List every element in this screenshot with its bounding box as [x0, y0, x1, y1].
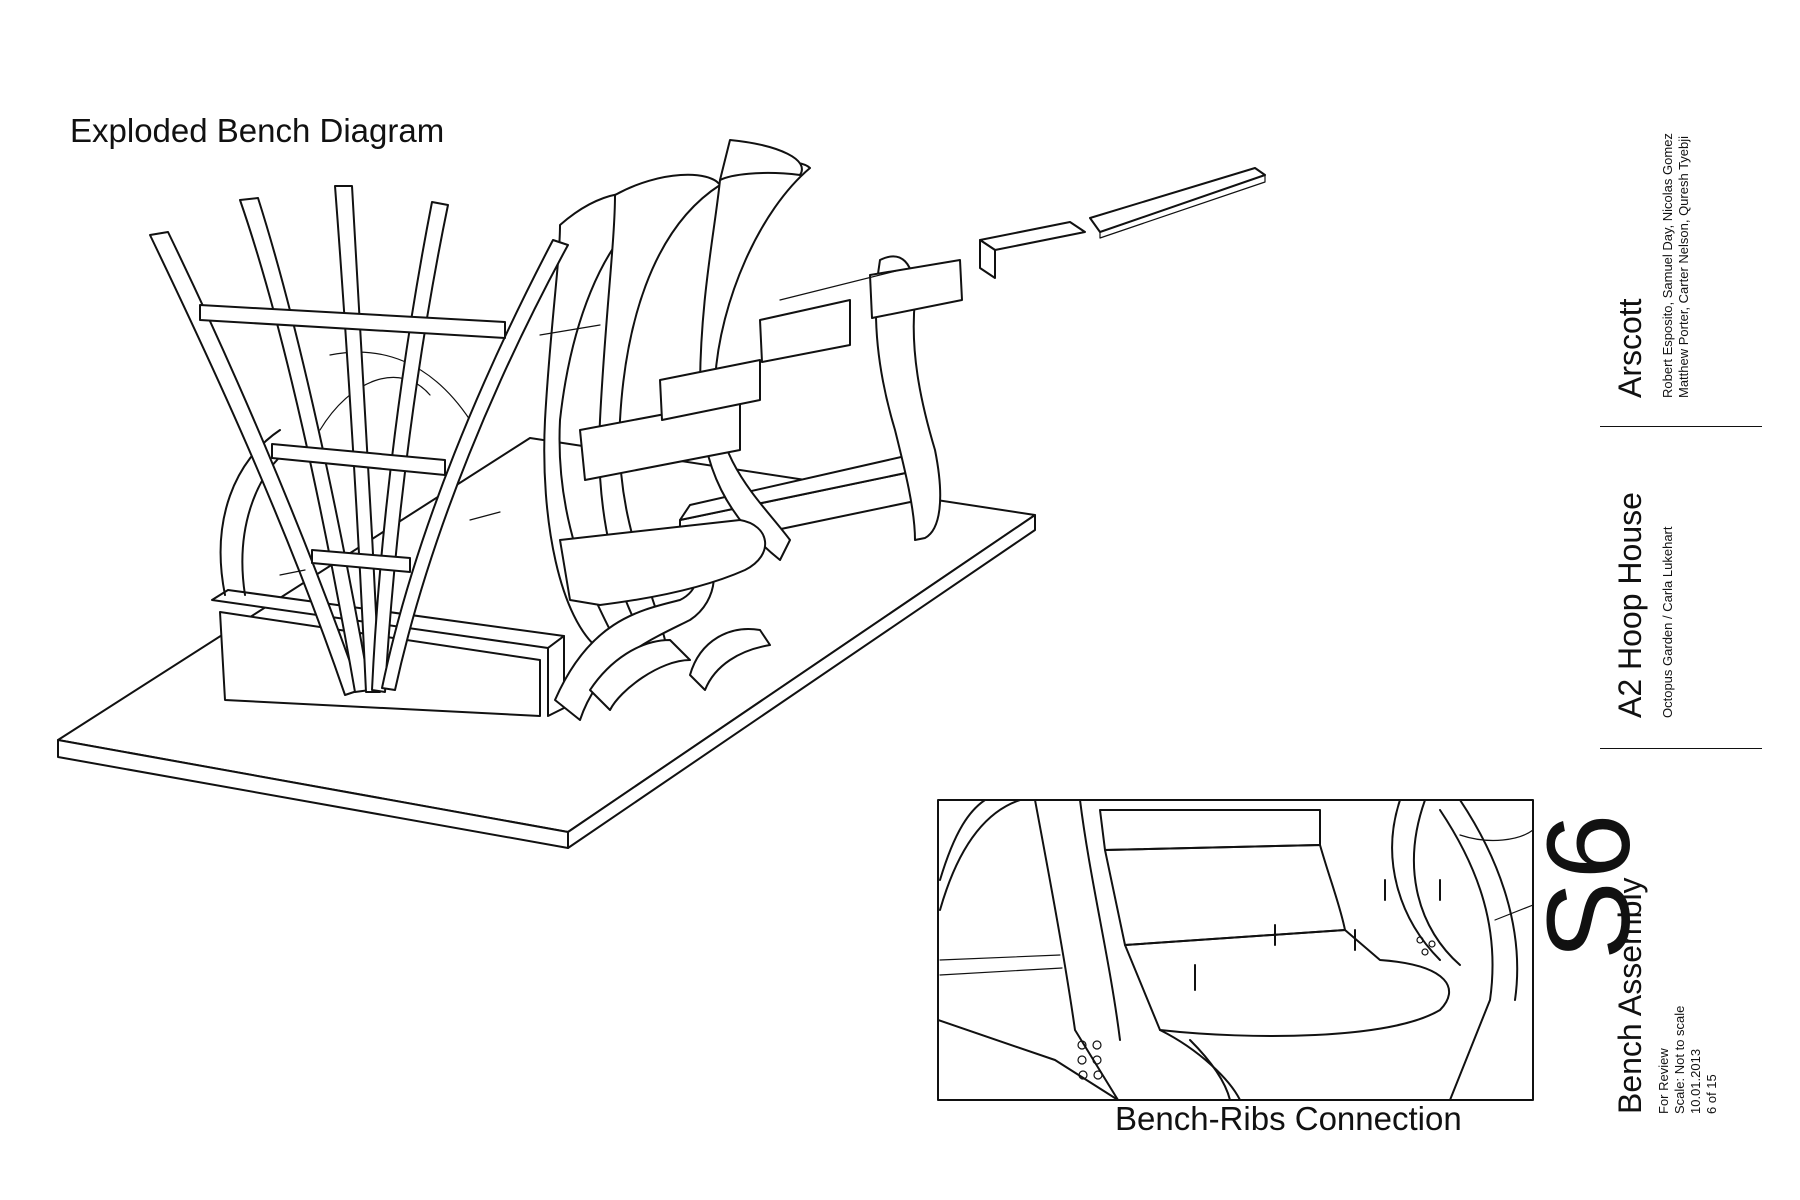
- detail-linework: [938, 800, 1533, 1100]
- trellis: [149, 185, 569, 696]
- title-block-rule-1: [1600, 426, 1762, 427]
- sheet-scale: Scale: Not to scale: [1672, 1005, 1687, 1114]
- site-name: A2 Hoop House: [1612, 492, 1648, 718]
- project-team-line-1: Robert Esposito, Samuel Day, Nicolas Gom…: [1660, 133, 1675, 398]
- sheet-status: For Review: [1656, 1048, 1671, 1114]
- project-team-line-2: Matthew Porter, Carter Nelson, Quresh Ty…: [1676, 135, 1691, 398]
- seat: [559, 299, 851, 606]
- project-name: Arscott: [1612, 298, 1648, 398]
- sheet-date: 10.01.2013: [1688, 1048, 1703, 1114]
- title-block-rule-2: [1600, 748, 1762, 749]
- detail-caption: Bench-Ribs Connection: [1115, 1100, 1462, 1137]
- exploded-boards: [539, 167, 1266, 336]
- drawing-title: Exploded Bench Diagram: [70, 112, 445, 149]
- sheet-number: S6: [1523, 811, 1655, 960]
- sheet-info: For Review Scale: Not to scale 10.01.201…: [1656, 1006, 1720, 1114]
- sheet-page: 6 of 15: [1704, 1074, 1719, 1114]
- site-client: Octopus Garden / Carla Lukehart: [1660, 526, 1675, 719]
- project-team: Robert Esposito, Samuel Day, Nicolas Gom…: [1660, 133, 1692, 398]
